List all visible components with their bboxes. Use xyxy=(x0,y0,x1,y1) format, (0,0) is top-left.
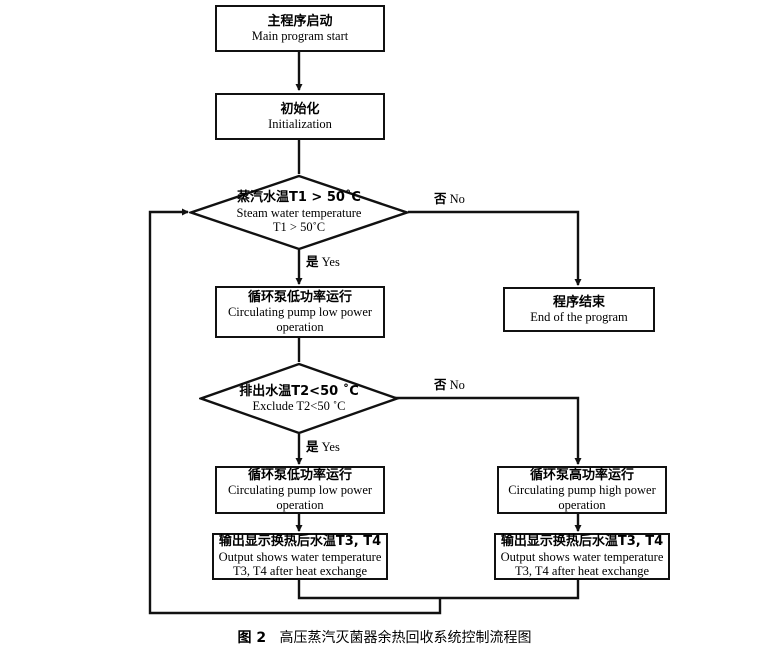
node-decision-exhaust-temperature-cn: 排出水温T2<50 ˚C xyxy=(239,383,359,399)
node-circulating-pump-low-power-1-cn: 循环泵低功率运行 xyxy=(247,289,352,305)
node-circulating-pump-low-power-2-en1: Circulating pump low power xyxy=(227,483,373,498)
node-end-of-program-cn: 程序结束 xyxy=(552,294,605,310)
node-output-water-temperature-right-en1: Output shows water temperature xyxy=(500,549,664,564)
edge-output-left-to-merge xyxy=(297,580,440,600)
node-output-water-temperature-left: 输出显示换热后水温T3, T4 Output shows water tempe… xyxy=(212,533,388,580)
edge-label-t2-no: 否 No xyxy=(434,374,465,393)
edge-t1-no-to-end xyxy=(408,210,582,287)
node-initialization-cn: 初始化 xyxy=(280,101,320,117)
edge-label-t1-yes-en: Yes xyxy=(321,255,340,269)
edge-label-t2-no-cn: 否 xyxy=(434,377,447,392)
node-decision-steam-temperature-en1: Steam water temperature xyxy=(236,205,362,220)
node-circulating-pump-low-power-2-en2: operation xyxy=(276,497,324,512)
node-output-water-temperature-left-cn: 输出显示换热后水温T3, T4 xyxy=(218,534,382,550)
node-circulating-pump-low-power-1: 循环泵低功率运行 Circulating pump low power oper… xyxy=(215,286,385,338)
node-circulating-pump-low-power-2: 循环泵低功率运行 Circulating pump low power oper… xyxy=(215,466,385,514)
node-decision-exhaust-temperature: 排出水温T2<50 ˚C Exclude T2<50 ˚C xyxy=(199,362,399,435)
edge-t2-no-to-pump-high xyxy=(377,396,582,466)
figure-caption-spacer xyxy=(266,630,279,646)
node-circulating-pump-high-power-en1: Circulating pump high power xyxy=(508,483,656,498)
node-main-program-start: 主程序启动 Main program start xyxy=(215,5,385,52)
figure-caption-number: 图 2 xyxy=(237,630,267,646)
node-output-water-temperature-right: 输出显示换热后水温T3, T4 Output shows water tempe… xyxy=(494,533,670,580)
node-circulating-pump-high-power-cn: 循环泵高功率运行 xyxy=(529,467,634,483)
node-circulating-pump-high-power: 循环泵高功率运行 Circulating pump high power ope… xyxy=(497,466,667,514)
node-circulating-pump-low-power-1-en2: operation xyxy=(276,319,324,334)
node-end-of-program: 程序结束 End of the program xyxy=(503,287,655,332)
node-output-water-temperature-left-en2: T3, T4 after heat exchange xyxy=(232,564,368,579)
edge-label-t1-no: 否 No xyxy=(434,188,465,207)
node-decision-steam-temperature: 蒸汽水温T1 > 50˚C Steam water temperature T1… xyxy=(189,174,409,251)
node-output-water-temperature-left-en1: Output shows water temperature xyxy=(218,549,382,564)
edge-label-t1-no-en: No xyxy=(449,192,465,206)
edge-label-t1-no-cn: 否 xyxy=(434,191,447,206)
edge-label-t1-yes-cn: 是 xyxy=(306,254,319,269)
edge-output-right-to-merge xyxy=(440,580,580,600)
node-circulating-pump-low-power-1-en1: Circulating pump low power xyxy=(227,305,373,320)
node-circulating-pump-low-power-2-cn: 循环泵低功率运行 xyxy=(247,467,352,483)
edge-label-t2-yes-en: Yes xyxy=(321,440,340,454)
node-initialization-en: Initialization xyxy=(268,116,332,131)
node-main-program-start-en: Main program start xyxy=(251,28,349,43)
node-main-program-start-cn: 主程序启动 xyxy=(267,13,333,29)
edge-label-t2-no-en: No xyxy=(449,378,465,392)
edge-label-t2-yes: 是 Yes xyxy=(306,436,340,455)
node-initialization: 初始化 Initialization xyxy=(215,93,385,140)
edge-label-t1-yes: 是 Yes xyxy=(306,251,340,270)
node-circulating-pump-high-power-en2: operation xyxy=(558,497,606,512)
edge-label-t2-yes-cn: 是 xyxy=(306,439,319,454)
node-end-of-program-en: End of the program xyxy=(530,309,628,324)
node-decision-steam-temperature-en2: T1 > 50˚C xyxy=(272,220,326,235)
figure-caption: 图 2 高压蒸汽灭菌器余热回收系统控制流程图 xyxy=(0,627,769,647)
node-decision-steam-temperature-cn: 蒸汽水温T1 > 50˚C xyxy=(236,190,361,206)
figure-caption-title: 高压蒸汽灭菌器余热回收系统控制流程图 xyxy=(279,630,532,646)
node-decision-exhaust-temperature-en1: Exclude T2<50 ˚C xyxy=(252,398,346,413)
node-output-water-temperature-right-en2: T3, T4 after heat exchange xyxy=(514,564,650,579)
node-output-water-temperature-right-cn: 输出显示换热后水温T3, T4 xyxy=(500,534,664,550)
